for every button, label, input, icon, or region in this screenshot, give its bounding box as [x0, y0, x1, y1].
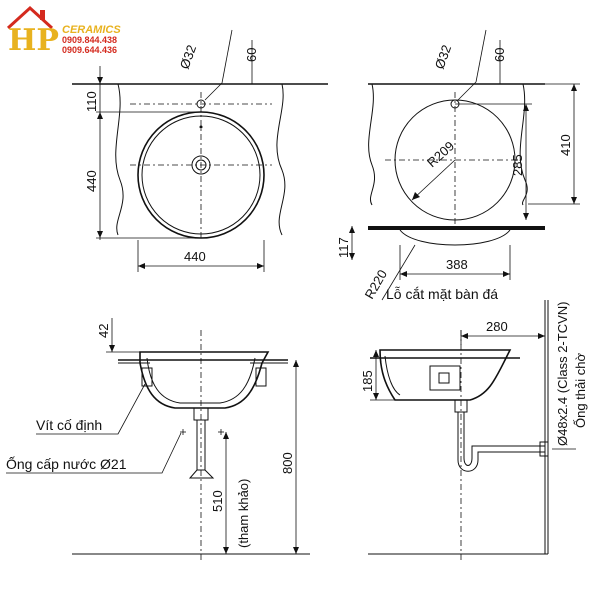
plan-dim-110: 110	[84, 91, 99, 112]
plan-hole-dia: Ø32	[177, 43, 200, 71]
side-dim-280: 280	[486, 319, 508, 334]
front-dim-800: 800	[280, 452, 295, 474]
counter-section	[368, 226, 545, 230]
cutout-hole-dia: Ø32	[432, 43, 455, 71]
front-dim-510: 510	[210, 490, 225, 512]
cutout-view: Ø32 60 R209 285 410 117 R220	[336, 29, 580, 302]
cutout-dim-285: 285	[510, 154, 525, 176]
left-clamp	[141, 367, 153, 387]
front-section: 42 Vít cố định Ống cấp nước Ø21 800 510 …	[6, 318, 310, 560]
front-dim-42: 42	[96, 324, 111, 338]
side-section: 280 185 Ø48x2.4 (Class 2-TCVN) Ống thải …	[360, 300, 588, 560]
logo-phone-2: 0909.644.436	[62, 45, 117, 55]
front-dim-510-note: (tham khảo)	[236, 479, 251, 548]
side-basin	[379, 349, 512, 401]
plan-dim-440-horizontal: 440	[184, 249, 206, 264]
cutout-dim-60: 60	[492, 48, 507, 62]
basin-section	[139, 351, 270, 409]
cutout-dim-410: 410	[558, 134, 573, 156]
overflow-hole	[199, 125, 203, 129]
counter-outline	[115, 83, 286, 236]
plan-dim-440-vertical: 440	[84, 170, 99, 192]
logo-brand: CERAMICS	[62, 24, 121, 36]
cutout-dim-117: 117	[336, 237, 351, 258]
cutout-dim-388: 388	[446, 257, 468, 272]
side-pipe-label: Ống thải chờ	[573, 353, 588, 428]
side-pipe-spec: Ø48x2.4 (Class 2-TCVN)	[555, 302, 570, 446]
plan-dim-60: 60	[244, 48, 259, 62]
side-dim-185: 185	[360, 370, 375, 392]
right-clamp	[255, 367, 267, 387]
plan-view: Ø32 60 110 440 440	[72, 29, 328, 272]
wall-flange	[539, 441, 549, 457]
house-roof-icon	[6, 5, 54, 30]
brand-logo: HP CERAMICS 0909.844.438 0909.644.436	[6, 5, 121, 58]
label-fixing-screw: Vít cố định	[36, 417, 102, 433]
basin-inner	[141, 115, 261, 235]
cutout-radius-bowl: R209	[424, 138, 457, 170]
bowl-underside	[399, 229, 511, 246]
label-water-supply: Ống cấp nước Ø21	[6, 455, 127, 472]
side-clamp	[429, 365, 461, 391]
house-chimney-icon	[40, 10, 45, 20]
logo-phone-1: 0909.844.438	[62, 35, 117, 45]
cutout-caption: Lỗ cắt mặt bàn đá	[386, 286, 498, 302]
logo-mark: HP	[8, 23, 59, 58]
